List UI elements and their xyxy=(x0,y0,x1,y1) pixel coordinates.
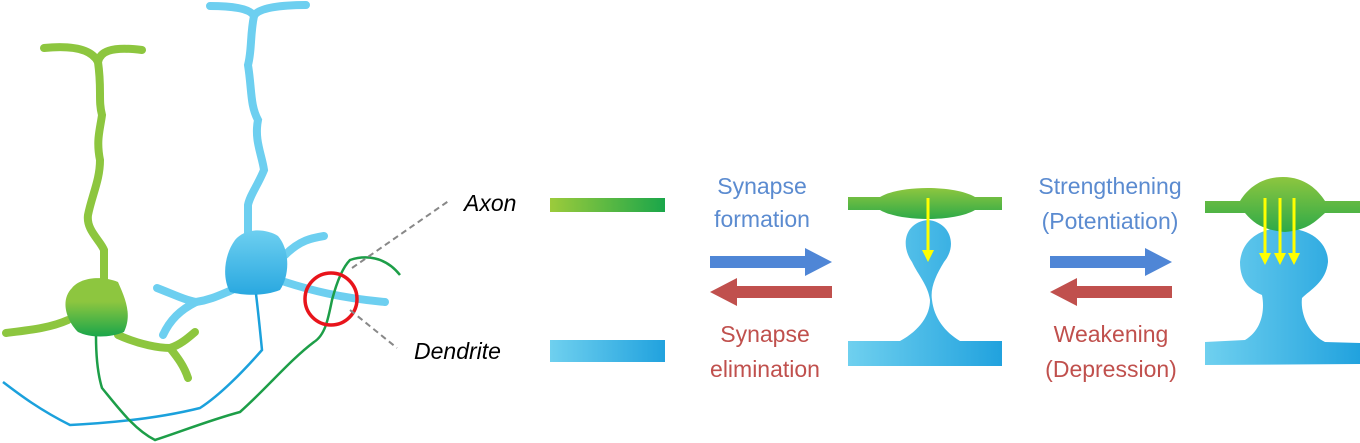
strengthening-arrow xyxy=(1050,248,1172,276)
presynaptic-bouton-small xyxy=(848,188,1002,219)
neurotransmitter-arrows xyxy=(1259,198,1300,265)
weak-synapse xyxy=(848,188,1002,366)
weakening-arrow xyxy=(1050,278,1172,306)
green-axon xyxy=(94,256,401,442)
dendritic-spine-large xyxy=(1205,228,1360,365)
presynaptic-bouton-large xyxy=(1205,177,1360,232)
blue-axon xyxy=(2,293,264,427)
synapse-formation-line2: formation xyxy=(714,206,810,232)
axon-label: Axon xyxy=(464,190,517,216)
synapse-elimination-line2: elimination xyxy=(710,356,820,382)
weakening-line1: Weakening xyxy=(1053,321,1169,347)
dendritic-spine-small xyxy=(848,220,1002,366)
synapse-elimination-line1: Synapse xyxy=(720,321,810,347)
green-soma xyxy=(65,278,128,337)
weakening-line2: (Depression) xyxy=(1045,356,1177,382)
strengthening-line1: Strengthening xyxy=(1038,173,1182,199)
dendrite-legend-bar xyxy=(550,340,665,362)
blue-soma xyxy=(225,230,288,295)
axon-legend-bar xyxy=(550,198,665,212)
green-neuron xyxy=(2,43,199,382)
strong-synapse xyxy=(1205,177,1360,365)
synapse-formation-line1: Synapse xyxy=(717,173,807,199)
synapse-formation-arrow xyxy=(710,248,832,276)
synapse-elimination-arrow xyxy=(710,278,832,306)
dendrite-pointer-line xyxy=(349,309,398,349)
strengthening-line2: (Potentiation) xyxy=(1041,208,1179,234)
blue-neuron xyxy=(153,1,389,339)
neurotransmitter-arrow xyxy=(922,198,934,262)
dendrite-label: Dendrite xyxy=(414,338,501,364)
synapse-highlight-circle xyxy=(303,271,359,327)
